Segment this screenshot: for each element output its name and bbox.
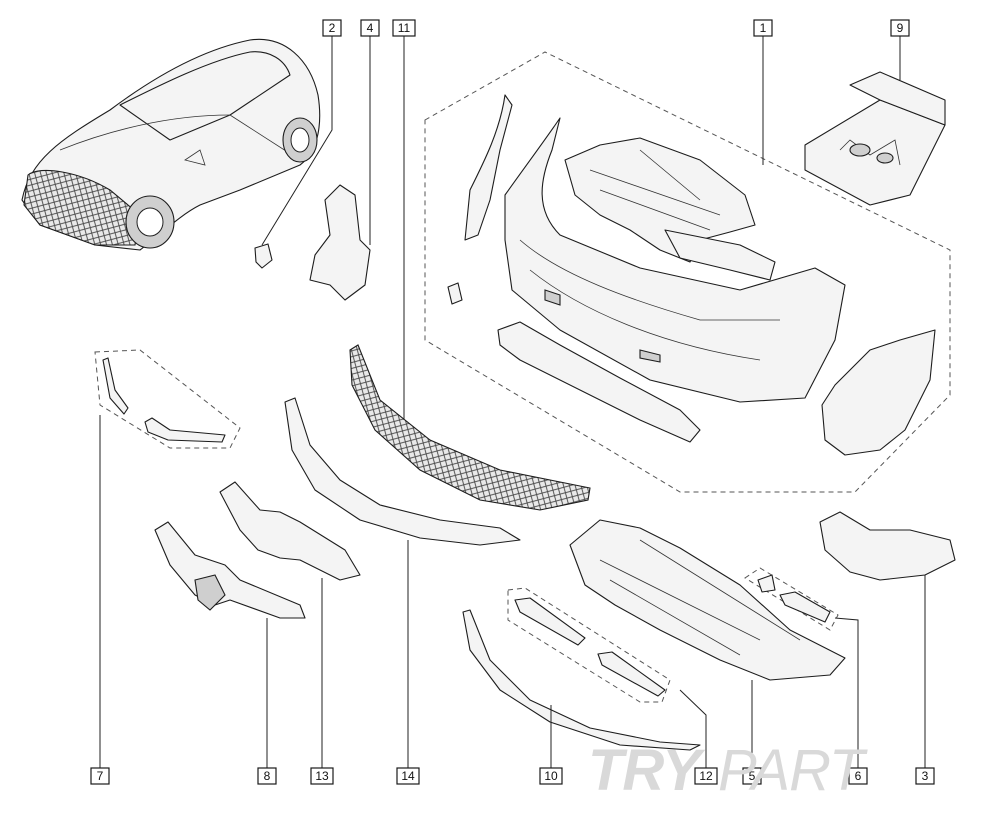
svg-text:13: 13 [315,769,329,783]
watermark-bold: TRY [588,738,706,803]
assembly-outline-1 [424,51,951,493]
svg-text:8: 8 [264,769,271,783]
svg-text:2: 2 [329,21,336,35]
front-grille-icon [219,481,361,581]
callout-4: 4 [360,19,380,37]
clip-icon [254,243,273,269]
trim-strip-icon [597,651,666,697]
svg-text:1: 1 [760,21,767,35]
clip-icon [447,282,463,305]
svg-text:4: 4 [367,21,374,35]
trim-strip-icon [284,397,521,546]
car-icon [21,38,321,251]
leader-lines [99,36,926,768]
bracket-icon [819,511,956,581]
svg-text:3: 3 [922,769,929,783]
bracket-icon [309,184,371,301]
callout-14: 14 [396,767,420,785]
svg-text:14: 14 [401,769,415,783]
front-grille-icon [194,574,226,611]
callout-2: 2 [322,19,342,37]
svg-text:9: 9 [897,21,904,35]
group-outline-6 [744,567,839,631]
lower-grille-mesh-icon [349,344,591,511]
absorber-icon [564,137,776,281]
callout-3: 3 [915,767,935,785]
callout-1: 1 [753,19,773,37]
parts-box-icon [804,71,946,206]
front-grille-icon [154,521,306,619]
clip-icon [757,574,776,593]
group-outline-7 [94,349,241,449]
watermark-light: PART [718,738,868,803]
callout-8: 8 [257,767,277,785]
bracket-icon [464,94,513,241]
callout-7: 7 [90,767,110,785]
absorber-icon [497,321,701,443]
callout-12: 12 [694,767,718,785]
svg-text:5: 5 [749,769,756,783]
svg-text:6: 6 [855,769,862,783]
bumper-cover-icon [504,117,846,403]
spoiler-lip-icon [462,609,701,751]
callout-13: 13 [310,767,334,785]
callout-9: 9 [890,19,910,37]
absorber-icon [569,519,846,681]
group-outline-12 [507,587,671,703]
bracket-icon [821,329,936,456]
callout-11: 11 [392,19,416,37]
callout-5: 5 [742,767,762,785]
svg-text:12: 12 [699,769,713,783]
svg-text:10: 10 [544,769,558,783]
trim-strip-icon [144,417,226,443]
trypart-watermark: TRY PART [588,738,869,803]
trim-strip-icon [779,591,831,623]
svg-text:7: 7 [97,769,104,783]
callout-6: 6 [848,767,868,785]
svg-text:11: 11 [398,21,411,35]
trim-strip-icon [102,357,129,415]
trim-strip-icon [514,597,586,646]
callout-10: 10 [539,767,563,785]
